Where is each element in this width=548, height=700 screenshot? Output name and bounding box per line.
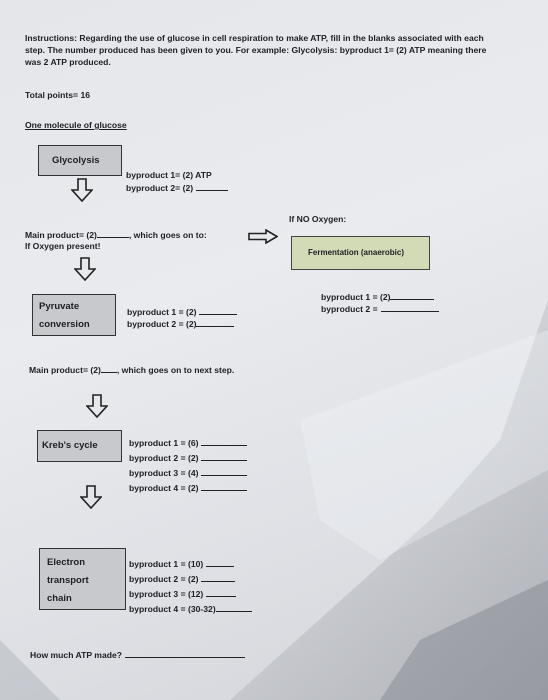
etc-byproduct-1: byproduct 1 = (10) (129, 558, 235, 570)
down-arrow-icon (74, 257, 96, 281)
etc-label-1: Electron (47, 557, 86, 568)
answer-blank[interactable] (96, 229, 129, 238)
instructions-line-3: was 2 ATP produced. (25, 57, 111, 67)
answer-blank[interactable] (125, 649, 245, 658)
answer-blank[interactable] (201, 467, 248, 476)
main-product-1: Main product= (2), which goes on to: (25, 229, 207, 240)
answer-blank[interactable] (196, 318, 235, 327)
answer-blank[interactable] (215, 603, 252, 612)
main-product-2: Main product= (2), which goes on to next… (29, 364, 235, 375)
answer-blank[interactable] (199, 306, 238, 315)
atp-question: How much ATP made? (30, 649, 245, 661)
electron-transport-chain-box: Electron transport chain (39, 548, 126, 610)
answer-blank[interactable] (201, 437, 248, 446)
pyruvate-label-1: Pyruvate (39, 301, 80, 312)
section-title: One molecule of glucose (25, 120, 127, 130)
instructions-line-1: Instructions: Regarding the use of gluco… (25, 33, 484, 43)
answer-blank[interactable] (206, 588, 237, 597)
fermentation-byproduct-2: byproduct 2 = (321, 303, 439, 315)
answer-blank[interactable] (201, 573, 236, 582)
total-points: Total points= 16 (25, 90, 91, 100)
glycolysis-byproduct-2: byproduct 2= (2) (126, 182, 229, 194)
krebs-byproduct-1: byproduct 1 = (6) (129, 437, 248, 449)
krebs-label: Kreb's cycle (42, 440, 98, 451)
answer-blank[interactable] (390, 291, 435, 300)
etc-byproduct-2: byproduct 2 = (2) (129, 573, 236, 585)
etc-label-3: chain (47, 593, 72, 604)
krebs-byproduct-2: byproduct 2 = (2) (129, 452, 248, 464)
krebs-cycle-box: Kreb's cycle (37, 430, 122, 462)
right-arrow-icon (248, 229, 278, 244)
etc-byproduct-4: byproduct 4 = (30-32) (129, 603, 252, 615)
down-arrow-icon (71, 178, 93, 202)
glycolysis-box: Glycolysis (38, 145, 122, 176)
oxygen-present-label: If Oxygen present! (25, 241, 101, 251)
krebs-byproduct-3: byproduct 3 = (4) (129, 467, 248, 479)
down-arrow-icon (80, 485, 102, 509)
etc-byproduct-3: byproduct 3 = (12) (129, 588, 237, 600)
answer-blank[interactable] (380, 303, 439, 312)
answer-blank[interactable] (206, 558, 235, 567)
pyruvate-label-2: conversion (39, 319, 90, 330)
pyruvate-conversion-box: Pyruvate conversion (32, 294, 116, 336)
answer-blank[interactable] (201, 452, 248, 461)
answer-blank[interactable] (100, 364, 117, 373)
no-oxygen-label: If NO Oxygen: (289, 214, 347, 224)
pyruvate-byproduct-1: byproduct 1 = (2) (127, 306, 238, 318)
answer-blank[interactable] (201, 482, 248, 491)
instructions-line-2: step. The number produced has been given… (25, 45, 487, 55)
fermentation-label: Fermentation (anaerobic) (308, 248, 405, 257)
krebs-byproduct-4: byproduct 4 = (2) (129, 482, 248, 494)
etc-label-2: transport (47, 575, 89, 586)
fermentation-box: Fermentation (anaerobic) (291, 236, 430, 270)
glycolysis-label: Glycolysis (52, 155, 100, 166)
glycolysis-byproduct-1: byproduct 1= (2) ATP (126, 170, 212, 180)
down-arrow-icon (86, 394, 108, 418)
fermentation-byproduct-1: byproduct 1 = (2) (321, 291, 435, 303)
pyruvate-byproduct-2: byproduct 2 = (2) (127, 318, 235, 330)
answer-blank[interactable] (196, 182, 229, 191)
